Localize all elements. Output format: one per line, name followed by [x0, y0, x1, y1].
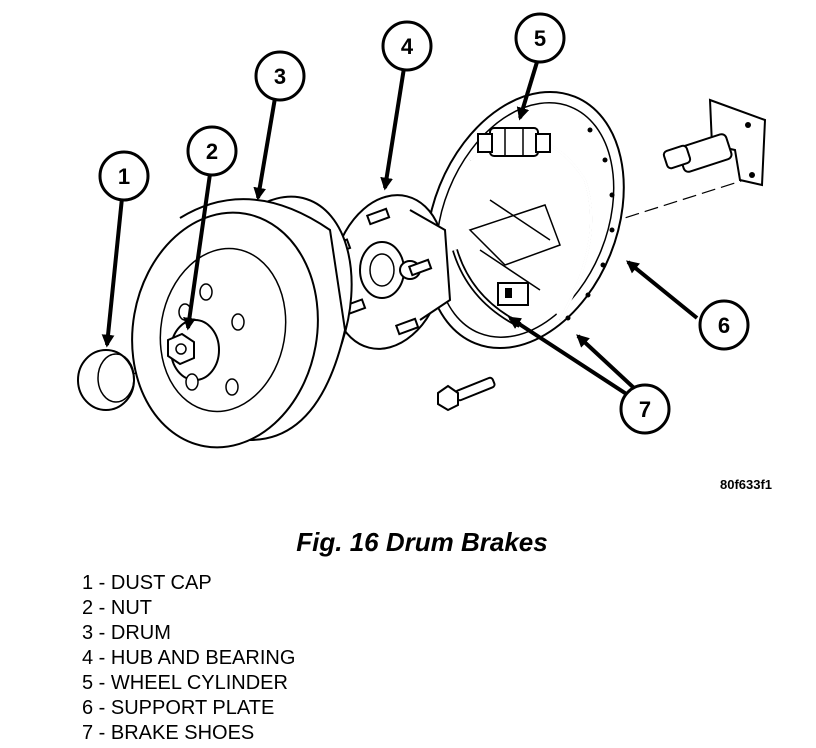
- nut-drawing: [167, 332, 195, 366]
- callout-3-number: 3: [274, 64, 286, 89]
- callout-7: 7: [619, 383, 671, 435]
- legend-item: 2 - NUT: [82, 597, 152, 619]
- callout-6: 6: [698, 299, 750, 351]
- legend-item: 4 - HUB AND BEARING: [82, 647, 296, 669]
- axle-spindle-drawing: [662, 98, 767, 187]
- callout-2: 2: [186, 125, 238, 177]
- callout-1: 1: [98, 150, 150, 202]
- callout-5: 5: [514, 12, 566, 64]
- drum-brake-exploded-diagram: 1 2 3 4 5 6 7: [77, 12, 767, 449]
- legend-item: 3 - DRUM: [82, 622, 171, 644]
- drum-drawing: [131, 195, 353, 449]
- support-plate-drawing: [425, 90, 625, 350]
- legend-item: 7 - BRAKE SHOES: [82, 722, 255, 744]
- dust-cap-drawing: [77, 349, 135, 411]
- callout-5-number: 5: [534, 26, 546, 51]
- figure-reference-code: 80f633f1: [720, 477, 773, 492]
- callout-6-number: 6: [718, 313, 730, 338]
- legend-item: 1 - DUST CAP: [82, 572, 212, 594]
- callout-7-number: 7: [639, 397, 651, 422]
- leader-lines: [101, 61, 699, 397]
- callout-2-number: 2: [206, 139, 218, 164]
- callout-3: 3: [254, 50, 306, 102]
- legend-item: 6 - SUPPORT PLATE: [82, 697, 275, 719]
- bolt-drawing: [437, 376, 496, 412]
- callout-4-number: 4: [401, 34, 414, 59]
- callout-4: 4: [381, 20, 433, 72]
- figure-caption: Fig. 16 Drum Brakes: [296, 527, 548, 557]
- callout-1-number: 1: [118, 164, 130, 189]
- legend-item: 5 - WHEEL CYLINDER: [82, 672, 288, 694]
- parts-legend: 1 - DUST CAP 2 - NUT 3 - DRUM 4 - HUB AN…: [82, 571, 295, 746]
